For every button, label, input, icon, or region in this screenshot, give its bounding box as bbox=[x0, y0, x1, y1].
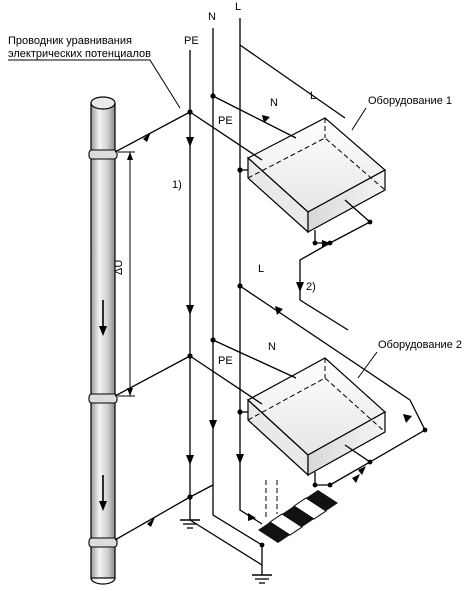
l-upper-label: L bbox=[310, 90, 316, 102]
supply-terminals bbox=[258, 480, 338, 543]
upper-equalization-line bbox=[114, 109, 193, 153]
loop-2-connector: 2) bbox=[296, 242, 349, 331]
equipment-1-label: Оборудование 1 bbox=[368, 95, 452, 107]
loop1-label: 1) bbox=[172, 179, 182, 191]
n-top-label: N bbox=[208, 11, 216, 23]
l-lower-label: L bbox=[258, 263, 264, 275]
conductor-title-leader bbox=[8, 59, 181, 109]
pe-upper-label: PE bbox=[218, 115, 233, 127]
main-conductors bbox=[189, 18, 241, 515]
equipment-1-wiring: L N PE bbox=[189, 44, 373, 247]
l-top-label: L bbox=[235, 1, 241, 13]
conductor-title-line1: Проводник уравнивания bbox=[8, 35, 132, 47]
equipment-1-box bbox=[246, 117, 387, 234]
conductor-title-line2: электрических потенциалов bbox=[8, 48, 151, 60]
pe-top-label: PE bbox=[184, 35, 199, 47]
delta-u-label: ΔU bbox=[113, 260, 125, 275]
delta-u-dimension: ΔU bbox=[113, 151, 135, 397]
equipment-2-leader bbox=[357, 351, 378, 379]
n-lower-label: N bbox=[268, 341, 276, 353]
ground-symbol-left bbox=[180, 515, 200, 529]
ground-symbol-bottom bbox=[252, 574, 272, 584]
pe-lower-label: PE bbox=[218, 355, 233, 367]
bottom-return-wiring bbox=[189, 485, 265, 575]
equipment-1-leader bbox=[351, 107, 367, 131]
equipment-2-wiring: L N PE bbox=[189, 263, 428, 488]
loop2-label: 2) bbox=[306, 281, 316, 293]
equipment-2-label: Оборудование 2 bbox=[378, 339, 462, 351]
pipe-bottom-connection bbox=[114, 484, 214, 541]
lower-equalization-line bbox=[114, 353, 193, 397]
metal-pipe bbox=[88, 96, 118, 585]
n-upper-label: N bbox=[270, 97, 278, 109]
equipment-2-box bbox=[246, 357, 387, 477]
